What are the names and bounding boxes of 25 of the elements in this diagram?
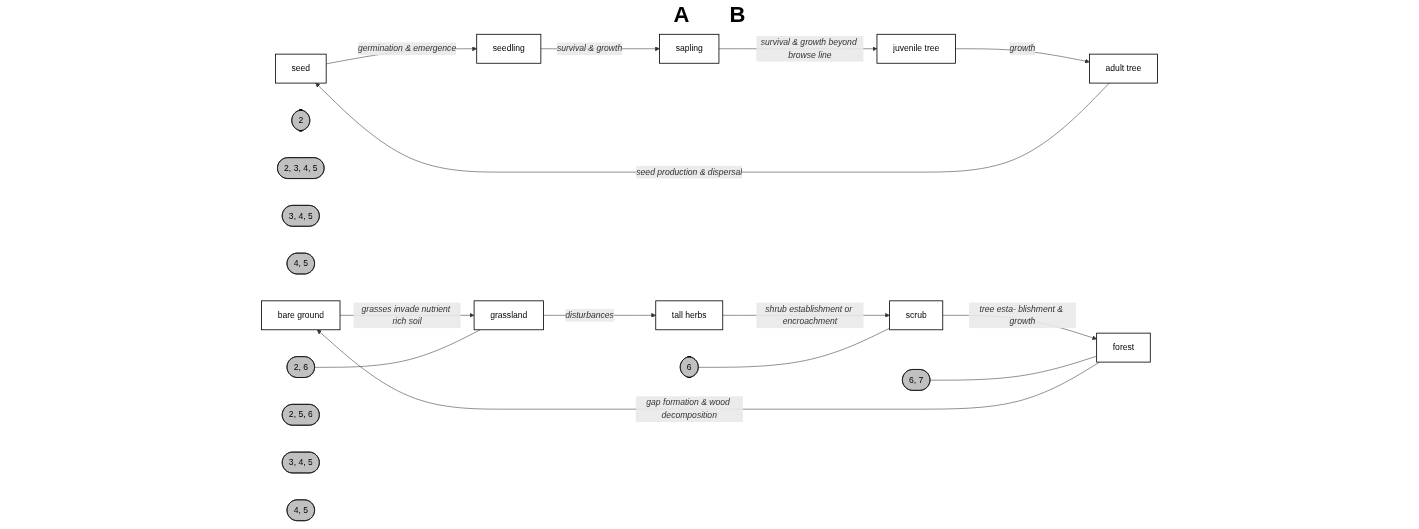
node-box: forest (1096, 332, 1151, 363)
node-box: adult tree (1089, 53, 1158, 84)
node-box: tall herbs (655, 300, 724, 331)
connector (314, 329, 481, 368)
edge-label: survival & growth beyond browse line (760, 37, 857, 60)
edge-label: grasses invade nutrient rich soil (361, 304, 451, 327)
node-box: grassland (473, 300, 544, 331)
node-box: seed (275, 53, 327, 84)
node-box: sapling (659, 33, 720, 64)
edge-label: germination & emergence (357, 43, 457, 54)
node-box: juvenile tree (876, 33, 956, 64)
edge-label: seed production & dispersal (636, 167, 743, 177)
panel-letter: A (673, 2, 690, 28)
edge-label: disturbances (565, 310, 614, 320)
node-box: bare ground (261, 300, 341, 331)
edge-label: shrub establishment or encroachment (765, 304, 853, 327)
node-box: scrub (889, 300, 944, 331)
edge-label: tree esta- blishment & growth (979, 304, 1063, 327)
edge-label: survival & growth (556, 43, 623, 54)
edge-label: gap formation & wood decomposition (646, 397, 730, 420)
connector (929, 355, 1097, 381)
panel-letter: B (729, 2, 746, 28)
connector (698, 328, 890, 368)
node-box: seedling (476, 33, 542, 64)
edge-label: growth (1009, 43, 1036, 54)
